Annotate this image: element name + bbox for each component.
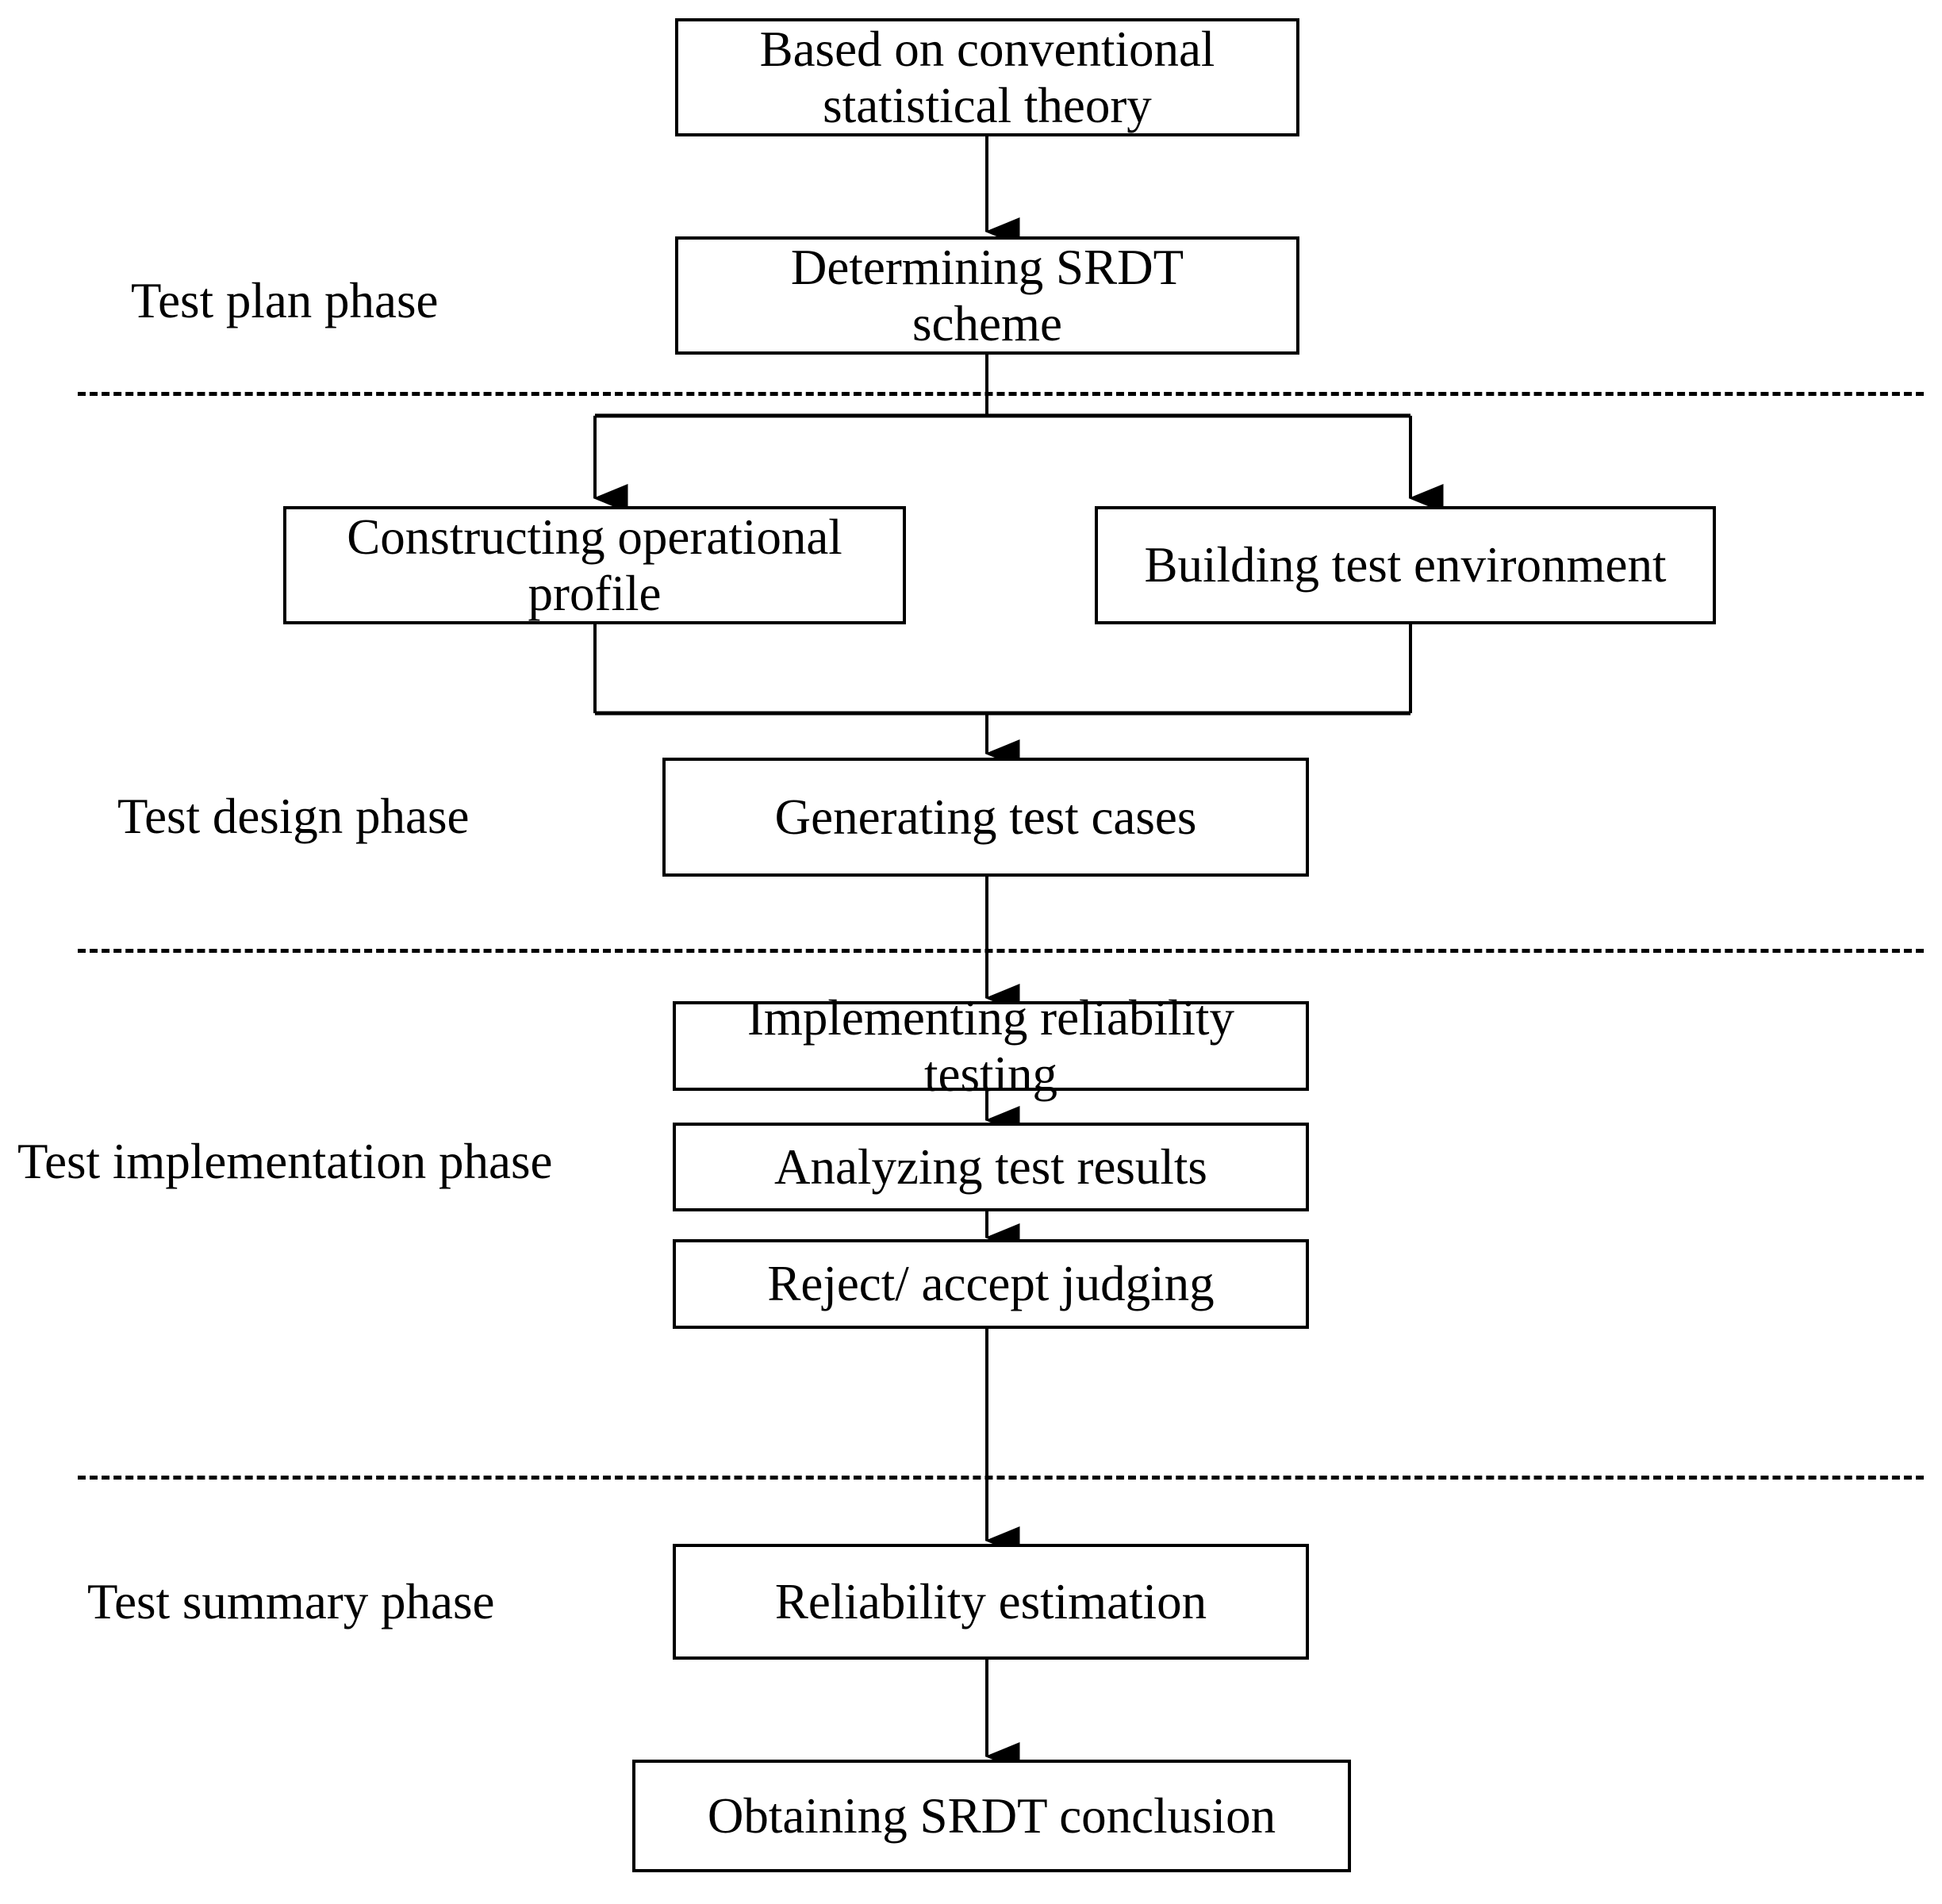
node-reliability-estimation[interactable]: Reliability estimation xyxy=(673,1544,1309,1660)
node-generating-test-cases[interactable]: Generating test cases xyxy=(662,758,1309,877)
node-building-test-environment[interactable]: Building test environment xyxy=(1095,506,1716,624)
node-obtaining-srdt-conclusion[interactable]: Obtaining SRDT conclusion xyxy=(632,1760,1351,1872)
phase-label-test-plan: Test plan phase xyxy=(131,273,439,328)
node-constructing-operational-profile[interactable]: Constructing operational profile xyxy=(283,506,906,624)
node-based-on-conventional-statistical-theory[interactable]: Based on conventional statistical theory xyxy=(675,18,1299,136)
phase-divider-3 xyxy=(78,1476,1924,1480)
node-determining-srdt-scheme[interactable]: Determining SRDT scheme xyxy=(675,236,1299,355)
node-implementing-reliability-testing[interactable]: Implementing reliability testing xyxy=(673,990,1309,1102)
node-analyzing-test-results[interactable]: Analyzing test results xyxy=(673,1123,1309,1211)
phase-label-test-summary: Test summary phase xyxy=(87,1574,495,1630)
phase-divider-1 xyxy=(78,392,1924,396)
phase-label-test-implementation: Test implementation phase xyxy=(17,1134,553,1189)
node-reject-accept-judging[interactable]: Reject/ accept judging xyxy=(673,1239,1309,1329)
phase-label-test-design: Test design phase xyxy=(117,789,470,844)
phase-divider-2 xyxy=(78,949,1924,953)
